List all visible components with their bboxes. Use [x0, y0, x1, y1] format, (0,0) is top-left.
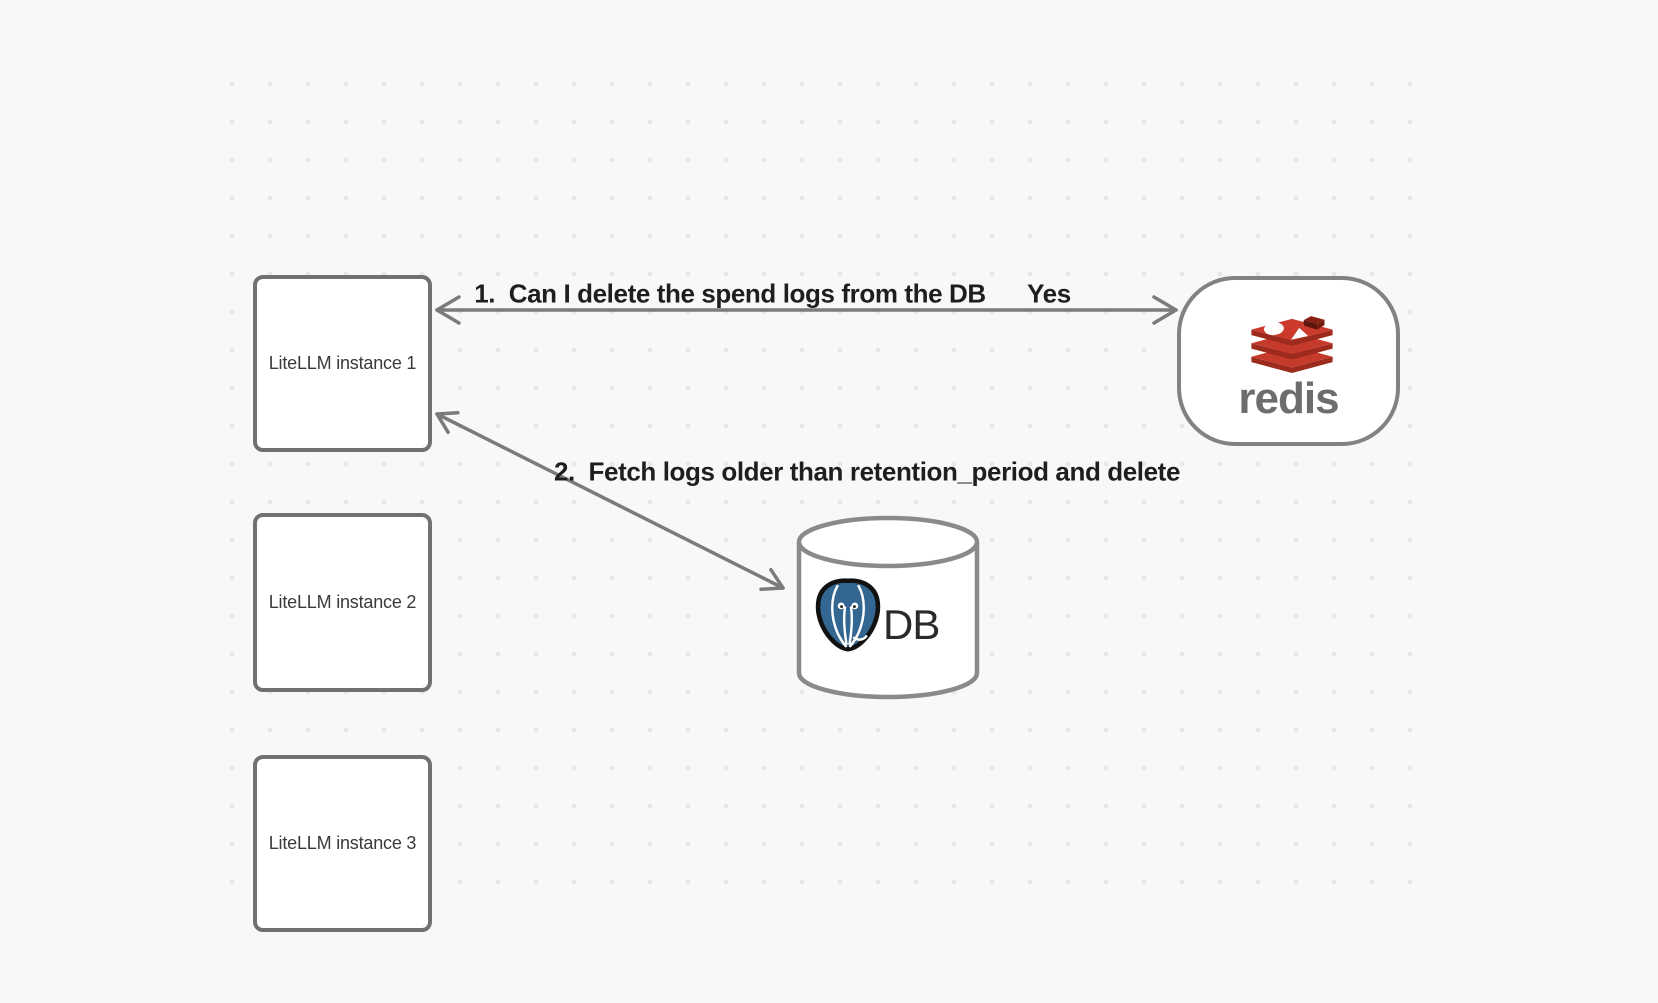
node-label: LiteLLM instance 1 — [268, 353, 417, 373]
arrow-instance1-to-db[interactable] — [435, 410, 785, 592]
postgresql-elephant-icon — [815, 578, 881, 652]
arrow-1-label[interactable]: 1. Can I delete the spend logs from the … — [474, 278, 986, 309]
database-cylinder-shape — [796, 515, 980, 700]
node-litellm-instance-3[interactable]: LiteLLM instance 3 — [253, 755, 432, 932]
node-label: LiteLLM instance 2 — [268, 592, 417, 612]
arrow-redis-to-instance1[interactable] — [435, 295, 1178, 325]
database-label: DB — [883, 601, 940, 648]
redis-stack-icon — [1251, 311, 1333, 373]
node-redis[interactable]: redis — [1177, 276, 1400, 446]
arrow-2-label[interactable]: 2. Fetch logs older than retention_perio… — [553, 456, 1181, 487]
node-litellm-instance-1[interactable]: LiteLLM instance 1 — [253, 275, 432, 452]
node-label: LiteLLM instance 3 — [268, 833, 417, 853]
arrow-1-response-label[interactable]: Yes — [1027, 278, 1071, 309]
redis-wordmark: redis — [1238, 374, 1339, 423]
node-litellm-instance-2[interactable]: LiteLLM instance 2 — [253, 513, 432, 692]
dot-grid-background — [211, 63, 1416, 888]
node-database[interactable]: DB — [794, 513, 982, 703]
